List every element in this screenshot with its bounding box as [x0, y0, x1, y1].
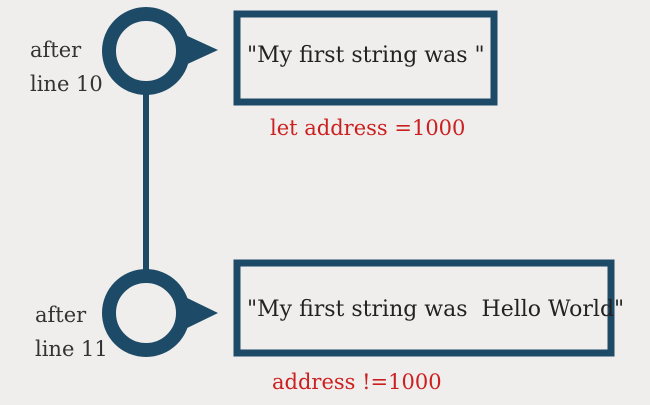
step-1-value: "My first string was " — [247, 43, 485, 68]
step-1-label-line2: line 10 — [30, 72, 103, 96]
step-1-node — [102, 7, 190, 95]
step-2-node — [102, 269, 190, 357]
step-2-label-line2: line 11 — [35, 337, 108, 361]
step-2-label-line1: after — [35, 303, 87, 327]
step-1-box — [233, 10, 498, 106]
step-2-address: address !=1000 — [272, 370, 442, 394]
step-1-label: after line 10 — [30, 33, 103, 101]
step-2-label: after line 11 — [35, 298, 108, 366]
step-2-value: "My first string was Hello World" — [247, 297, 625, 322]
step-2-box — [233, 259, 615, 357]
step-1-address: let address =1000 — [270, 116, 466, 140]
step-1-pointer — [181, 33, 218, 67]
step-2-pointer — [181, 295, 218, 331]
step-1-label-line1: after — [30, 38, 82, 62]
